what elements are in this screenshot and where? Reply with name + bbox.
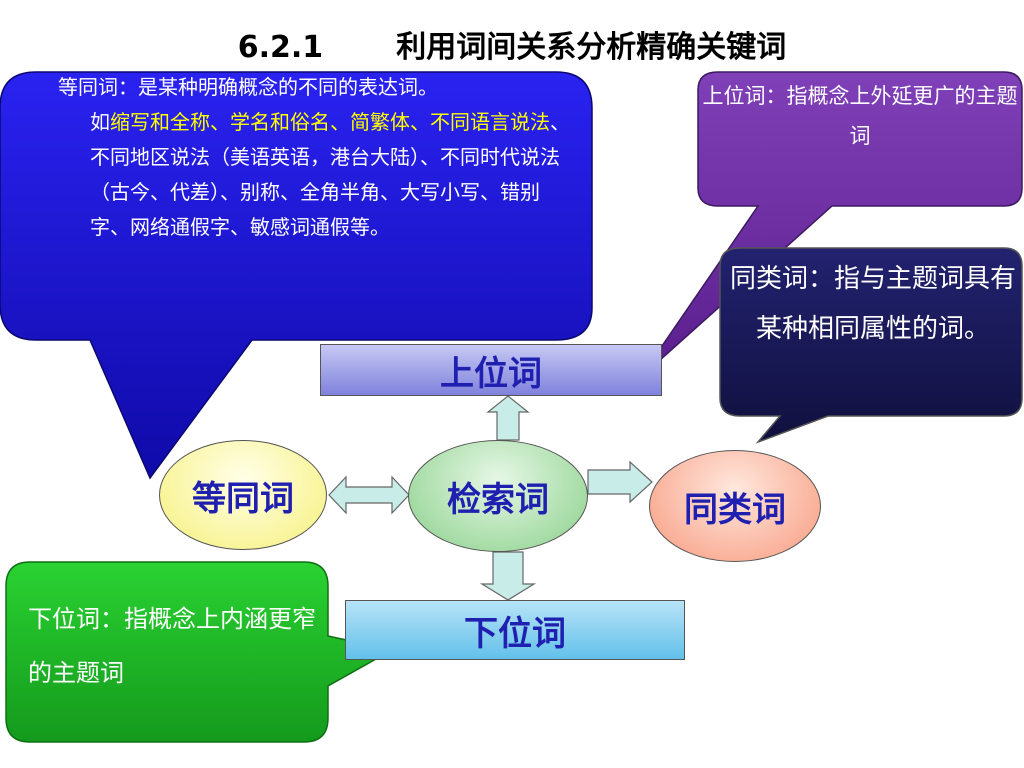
synonym-rest: 、不同地区说法（美语英语，港台大陆）、不同时代说法（古今、代差）、别称、全角半角… xyxy=(90,110,570,239)
page-title: 6.2.1 利用词间关系分析精确关键词 xyxy=(237,30,787,65)
arrow-double xyxy=(328,475,410,515)
synonym-callout-text: 等同词：是某种明确概念的不同的表达词。 如缩写和全称、学名和俗名、简繁体、不同语… xyxy=(52,70,572,245)
related-term-node: 同类词 xyxy=(649,450,821,562)
synonym-highlight: 缩写和全称、学名和俗名、简繁体、不同语言说法 xyxy=(110,110,550,134)
arrow-right xyxy=(587,460,653,504)
broader-callout-text: 上位词：指概念上外延更广的主题词 xyxy=(702,84,1018,148)
synonym-node: 等同词 xyxy=(159,440,327,550)
arrow-down xyxy=(479,551,537,601)
synonym-callout-shape xyxy=(0,71,593,480)
broader-term-box: 上位词 xyxy=(320,344,662,396)
related-callout-text: 同类词：指与主题词具有某种相同属性的词。 xyxy=(729,264,1016,344)
narrower-term-box: 下位词 xyxy=(345,600,685,660)
related-callout-shape xyxy=(719,247,1023,444)
synonym-definition: 等同词：是某种明确概念的不同的表达词。 xyxy=(58,75,438,99)
synonym-examples: 如缩写和全称、学名和俗名、简繁体、不同语言说法、不同地区说法（美语英语，港台大陆… xyxy=(52,105,572,245)
search-term-node: 检索词 xyxy=(408,440,588,552)
narrower-callout-shape xyxy=(5,561,395,743)
arrow-up xyxy=(486,395,530,441)
narrower-callout-text: 下位词：指概念上内涵更窄的主题词 xyxy=(28,605,316,687)
synonym-prefix: 如 xyxy=(90,110,110,134)
